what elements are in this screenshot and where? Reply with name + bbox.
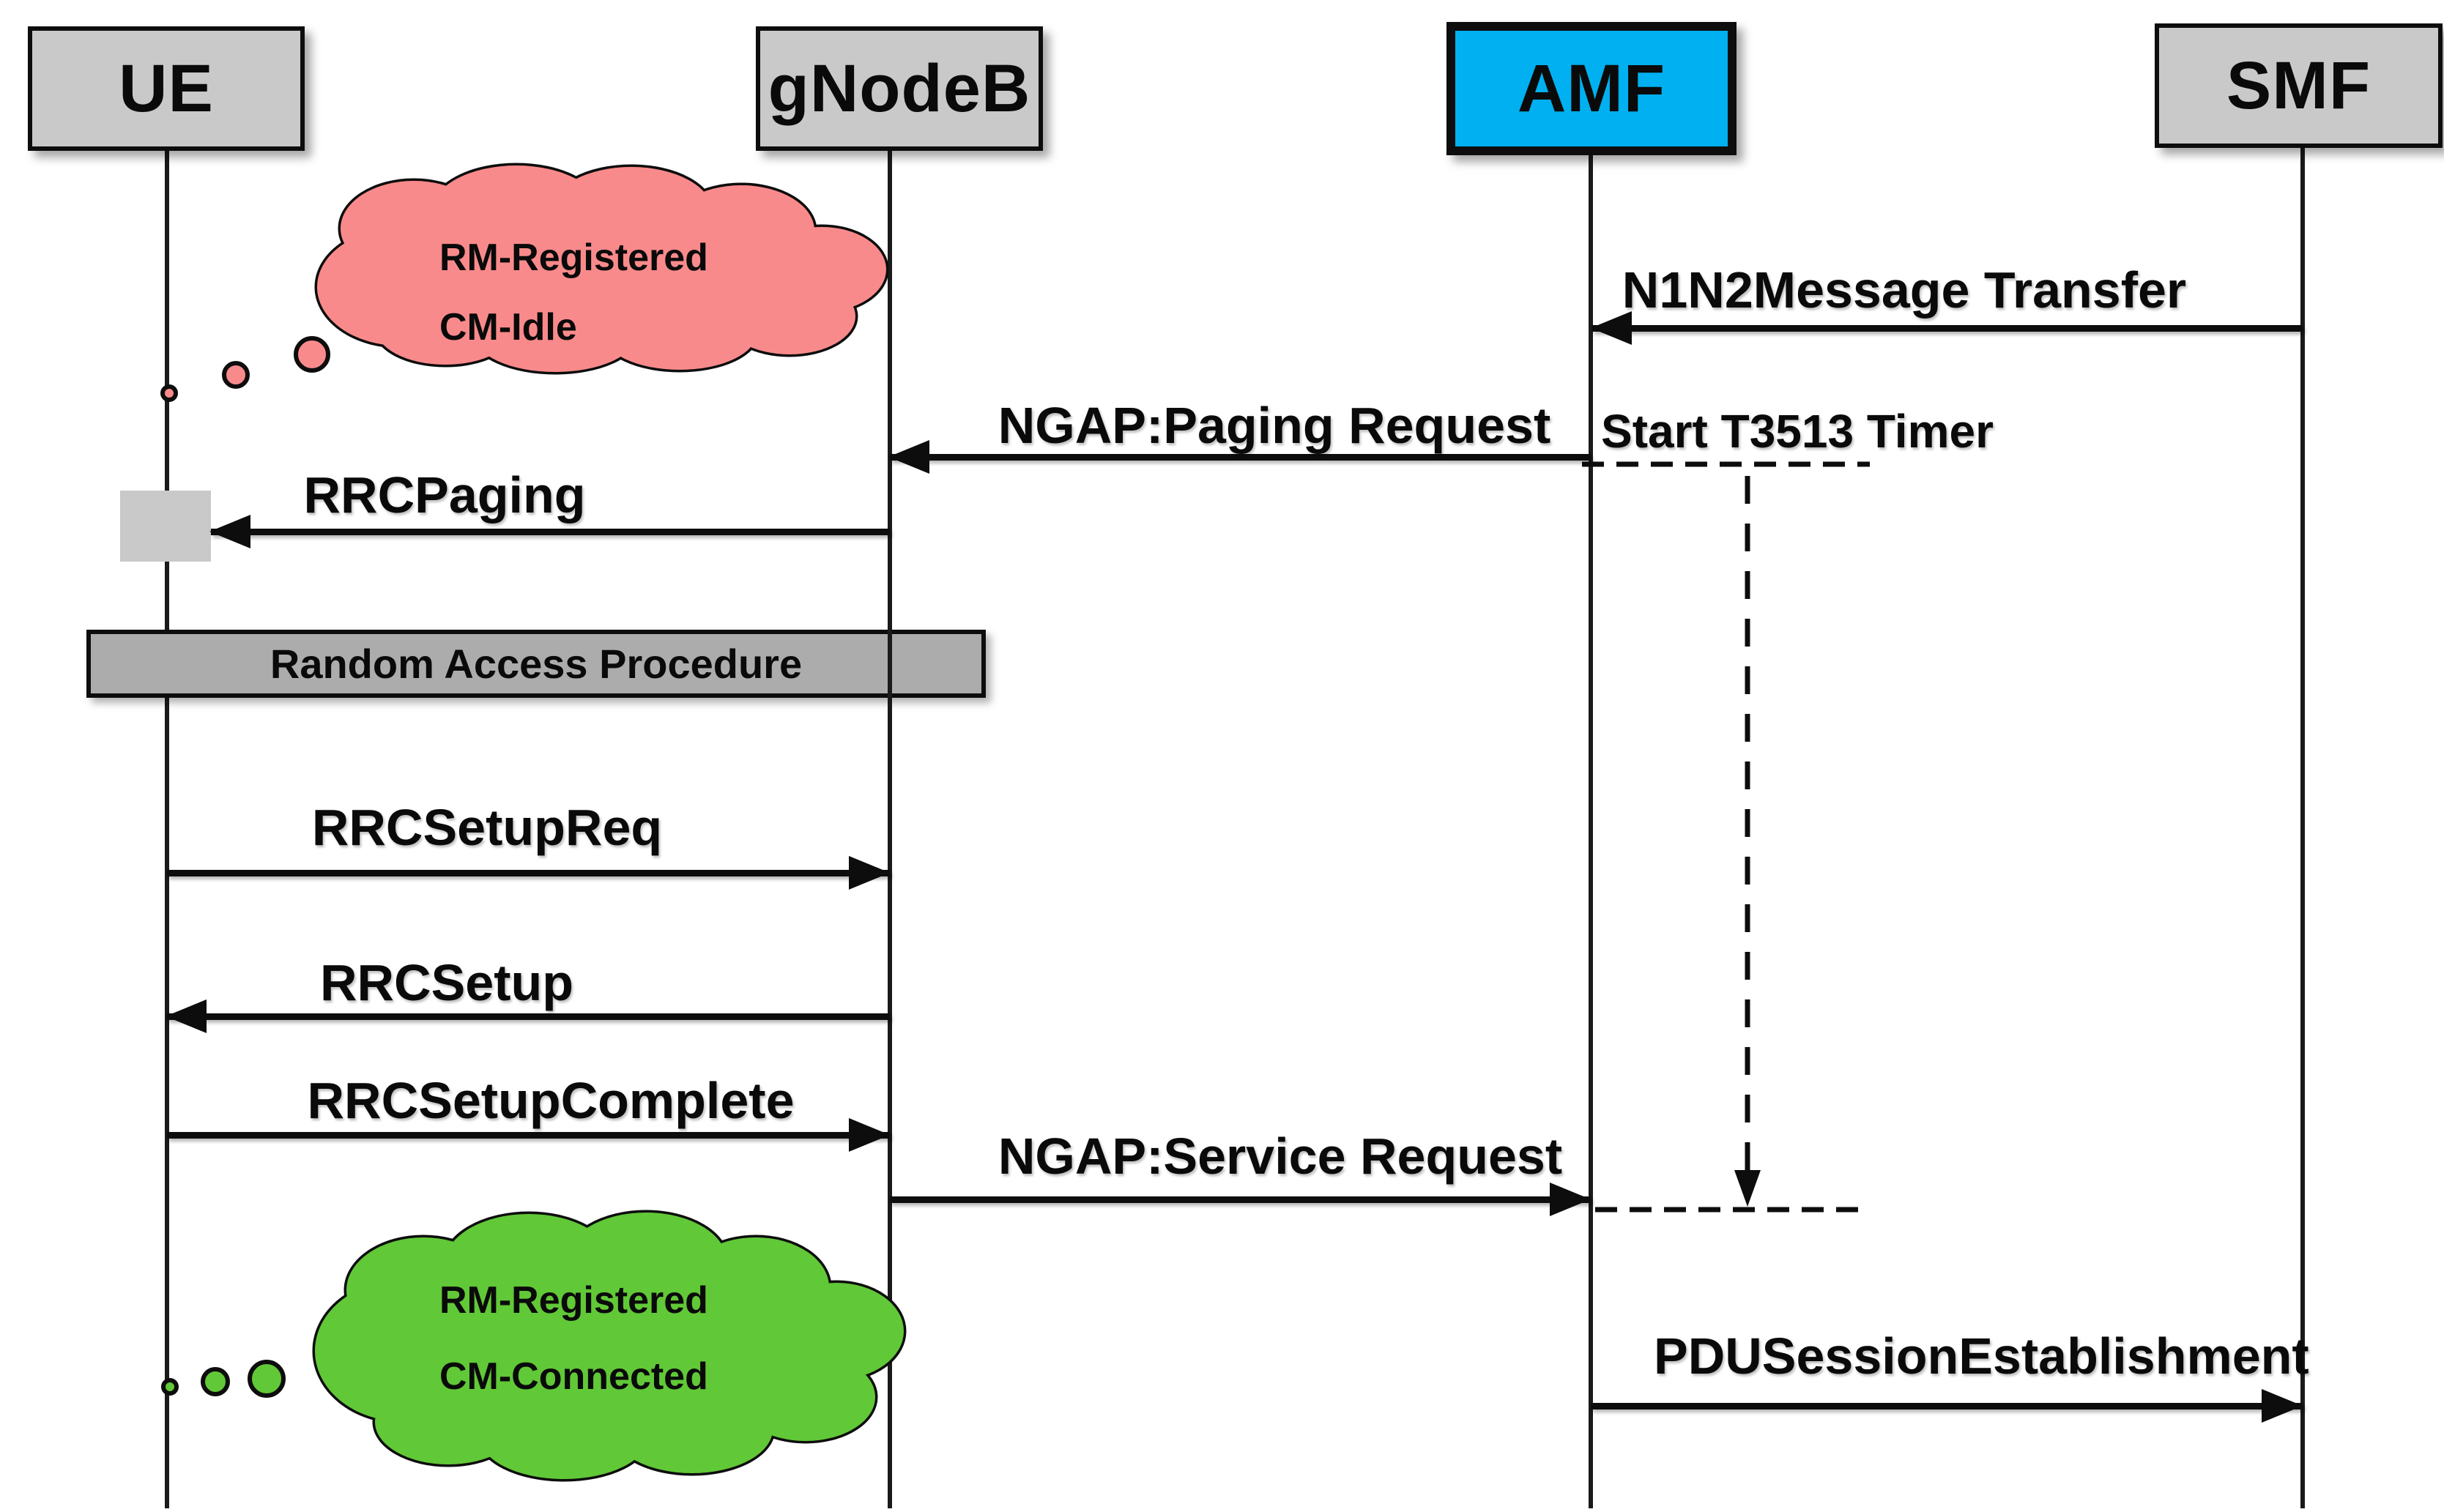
actor-box-ue: UE [28, 26, 305, 151]
actor-box-gnodeb: gNodeB [756, 26, 1043, 151]
ue-state-idle-cloud [160, 165, 886, 402]
connected-cloud-cm-state: CM-Connected [439, 1355, 708, 1398]
random-access-procedure-label: Random Access Procedure [270, 641, 803, 687]
rrcpaging-label: RRCPaging [303, 466, 586, 524]
rrcpaging-line [211, 529, 890, 535]
arrowhead-right-icon [1550, 1183, 1591, 1216]
ngap-service-request-line [890, 1196, 1591, 1203]
amf-lifeline [1589, 150, 1593, 1508]
arrowhead-left-icon [888, 440, 929, 474]
ue-activation-box [120, 491, 211, 562]
rrcsetupcomplete-line [167, 1132, 890, 1139]
thought-bubble-icon [161, 1378, 179, 1396]
arrowhead-right-icon [849, 1118, 890, 1152]
rrcsetupreq-line [167, 870, 890, 876]
actor-label-amf: AMF [1517, 51, 1666, 126]
actor-box-smf: SMF [2155, 23, 2443, 148]
actor-box-amf: AMF [1446, 22, 1737, 155]
ue-state-connected-cloud [161, 1213, 904, 1479]
random-access-procedure-note: Random Access Procedure [86, 630, 986, 698]
ngap-paging-request-line [890, 454, 1591, 461]
idle-cloud-rm-state: RM-Registered [439, 237, 708, 279]
arrowhead-left-icon [1591, 311, 1632, 345]
thought-bubble-icon [160, 384, 178, 402]
pdu-session-establishment-line [1591, 1403, 2303, 1409]
ngap-paging-request-label: NGAP:Paging Request [998, 397, 1551, 454]
t3513-timer-dashed-lines [1582, 461, 1870, 1213]
rrcsetup-label: RRCSetup [319, 954, 574, 1011]
smf-lifeline [2300, 143, 2305, 1508]
actor-label-ue: UE [119, 51, 214, 126]
arrowhead-right-icon [849, 856, 890, 890]
actor-label-smf: SMF [2226, 48, 2371, 123]
arrowhead-left-icon [166, 999, 207, 1033]
t3513-timer-label: Start T3513 Timer [1601, 405, 1994, 458]
rrcsetup-line [167, 1013, 890, 1020]
ue-lifeline [165, 146, 169, 1508]
thought-bubble-icon [248, 1360, 286, 1398]
rrcsetupcomplete-label: RRCSetupComplete [307, 1072, 795, 1129]
thought-bubble-icon [294, 336, 330, 373]
connected-cloud-rm-state: RM-Registered [439, 1279, 708, 1322]
thought-bubble-icon [201, 1367, 230, 1396]
timer-arrowhead-down-icon [1734, 1170, 1761, 1207]
n1n2-message-transfer-label: N1N2Message Transfer [1622, 261, 2187, 319]
arrowhead-right-icon [2262, 1389, 2303, 1423]
rrcsetupreq-label: RRCSetupReq [311, 799, 663, 856]
actor-label-gnodeb: gNodeB [768, 51, 1031, 126]
ngap-service-request-label: NGAP:Service Request [998, 1128, 1563, 1185]
idle-cloud-cm-state: CM-Idle [439, 306, 577, 349]
thought-bubble-icon [222, 361, 250, 389]
arrowhead-left-icon [209, 515, 250, 548]
pdu-session-establishment-label: PDUSessionEstablishment [1654, 1327, 2309, 1385]
gnodeb-lifeline [888, 146, 892, 1508]
n1n2-message-transfer-line [1592, 325, 2303, 332]
